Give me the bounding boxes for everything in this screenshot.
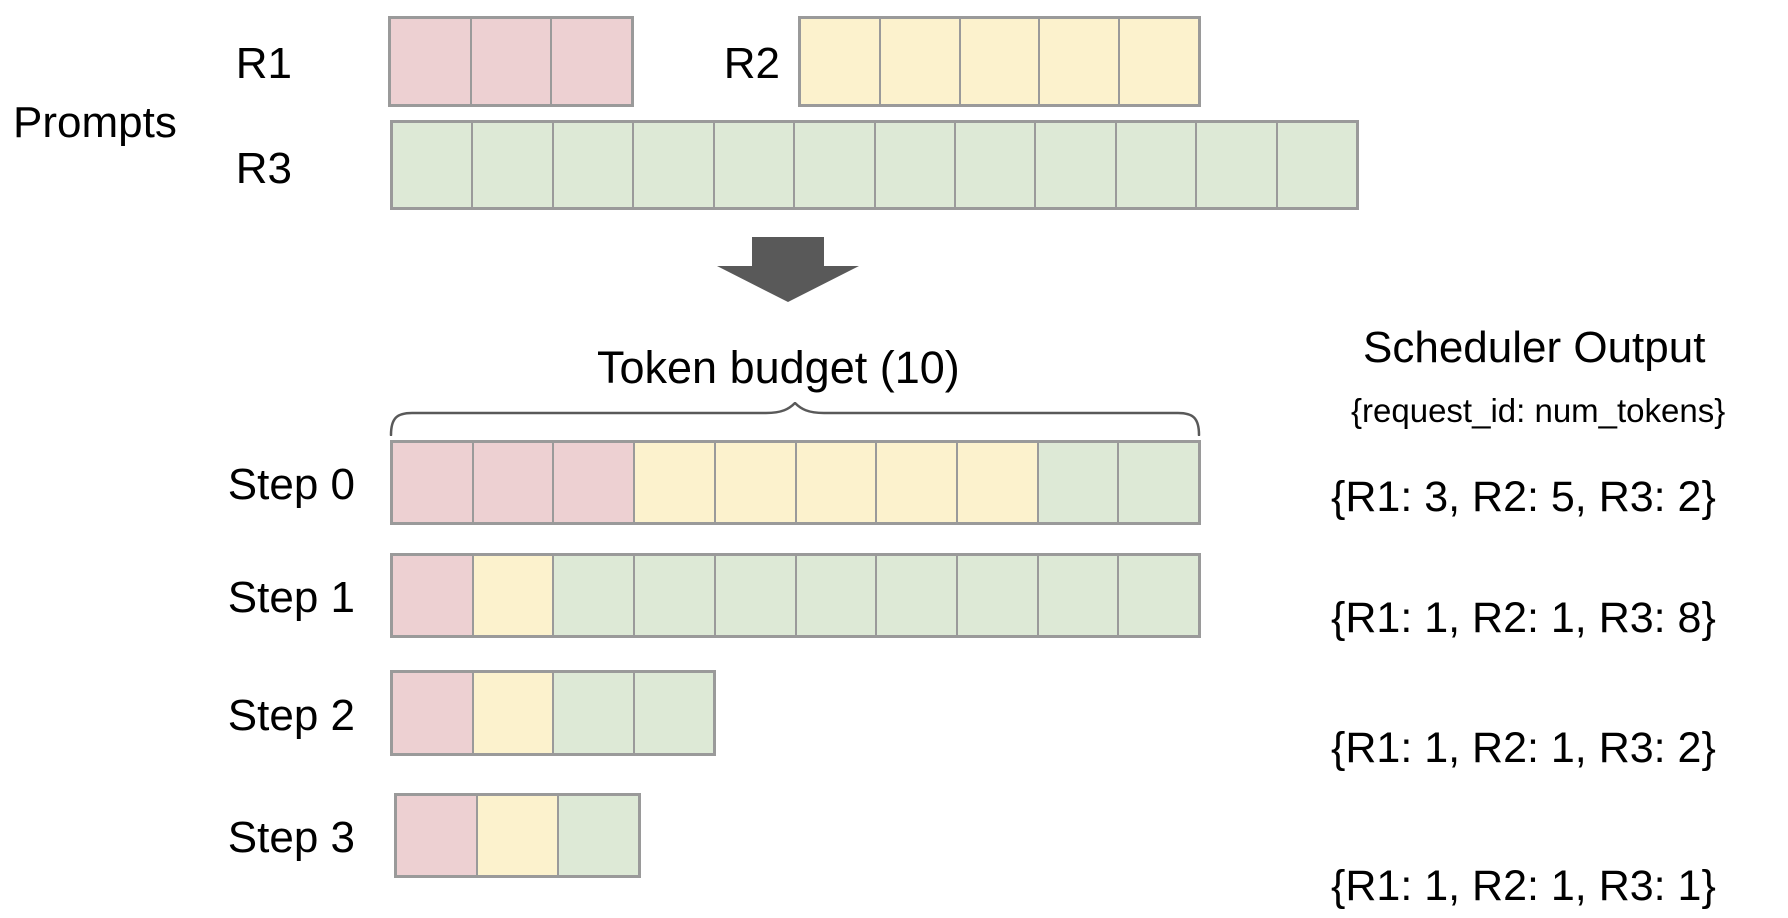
down-block-arrow-icon — [717, 237, 859, 302]
step-1-label: Step 1 — [227, 573, 355, 622]
token-budget-title: Token budget (10) — [597, 342, 960, 393]
curly-brace-path — [389, 402, 1201, 436]
token-cell-r2 — [471, 556, 553, 635]
token-cell-r3 — [632, 123, 713, 207]
token-cell-r3 — [551, 123, 633, 207]
token-cell-r3 — [552, 556, 634, 635]
token-cell-r3 — [713, 556, 795, 635]
token-cell-r1 — [393, 673, 472, 753]
token-cell-r2 — [1118, 19, 1198, 104]
token-cell-r2 — [794, 443, 876, 522]
token-cell-r3 — [1117, 556, 1199, 635]
token-cell-r2 — [476, 796, 557, 875]
token-cell-r1 — [552, 443, 634, 522]
token-cell-r2 — [958, 19, 1039, 104]
step-2-scheduler-output: {R1: 1, R2: 1, R3: 2} — [1331, 724, 1716, 772]
prompt-row-label-r3: R3 — [235, 144, 292, 193]
token-cell-r1 — [391, 19, 470, 104]
token-cell-r3 — [875, 556, 956, 635]
token-cell-r2 — [875, 443, 956, 522]
token-cell-r2 — [801, 19, 879, 104]
step-3-scheduler-output: {R1: 1, R2: 1, R3: 1} — [1331, 862, 1716, 910]
prompt-row-r2 — [798, 16, 1201, 107]
token-cell-r2 — [713, 443, 795, 522]
token-cell-r1 — [471, 443, 553, 522]
scheduler-output-subheading: {request_id: num_tokens} — [1351, 392, 1726, 429]
token-cell-r3 — [552, 673, 633, 753]
token-cell-r3 — [632, 673, 713, 753]
prompt-row-label-r2: R2 — [723, 39, 780, 88]
token-cell-r3 — [1195, 123, 1276, 207]
token-cell-r3 — [794, 556, 876, 635]
token-cell-r3 — [471, 123, 552, 207]
token-cell-r2 — [633, 443, 714, 522]
step-1-scheduler-output: {R1: 1, R2: 1, R3: 8} — [1331, 594, 1716, 642]
token-cell-r1 — [393, 443, 472, 522]
token-cell-r1 — [469, 19, 551, 104]
token-cell-r3 — [955, 556, 1037, 635]
token-cell-r3 — [793, 123, 874, 207]
token-cell-r1 — [550, 19, 632, 104]
prompt-row-r1 — [388, 16, 634, 107]
token-cell-r3 — [873, 123, 954, 207]
token-cell-r3 — [1036, 556, 1118, 635]
step-0-row — [390, 440, 1201, 525]
token-cell-r3 — [1275, 123, 1357, 207]
step-2-label: Step 2 — [227, 691, 355, 740]
step-1-row — [390, 553, 1201, 638]
token-cell-r3 — [1117, 443, 1199, 522]
token-cell-r1 — [397, 796, 476, 875]
token-cell-r3 — [1036, 443, 1118, 522]
token-cell-r3 — [557, 796, 638, 875]
prompts-section-label: Prompts — [13, 98, 177, 147]
token-cell-r2 — [1038, 19, 1119, 104]
prompt-row-label-r1: R1 — [235, 39, 292, 88]
token-cell-r2 — [955, 443, 1037, 522]
token-cell-r3 — [633, 556, 714, 635]
step-0-scheduler-output: {R1: 3, R2: 5, R3: 2} — [1331, 473, 1716, 521]
step-0-label: Step 0 — [227, 460, 355, 509]
token-cell-r1 — [393, 556, 472, 635]
token-budget-brace — [389, 402, 1201, 436]
step-2-row — [390, 670, 716, 756]
step-3-label: Step 3 — [227, 813, 355, 862]
scheduler-output-heading: Scheduler Output — [1363, 323, 1706, 372]
token-cell-r3 — [1114, 123, 1196, 207]
token-cell-r3 — [1034, 123, 1115, 207]
prompt-row-r3 — [390, 120, 1359, 210]
token-cell-r3 — [712, 123, 794, 207]
step-3-row — [394, 793, 641, 878]
down-block-arrow-shape — [717, 237, 859, 302]
token-cell-r3 — [953, 123, 1035, 207]
token-cell-r2 — [878, 19, 959, 104]
token-cell-r2 — [471, 673, 552, 753]
token-cell-r3 — [393, 123, 472, 207]
